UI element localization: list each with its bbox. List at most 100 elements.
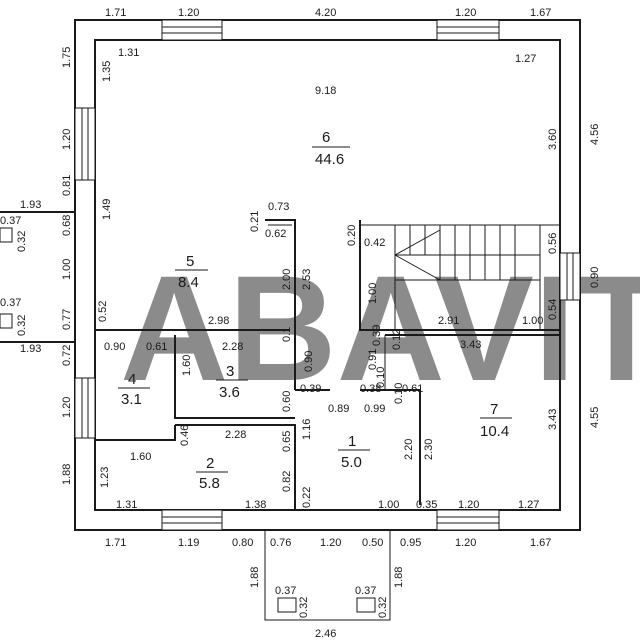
svg-text:0.99: 0.99 [364, 403, 385, 415]
column-right [356, 597, 376, 613]
svg-text:5: 5 [186, 253, 194, 270]
svg-text:0.42: 0.42 [364, 237, 385, 249]
svg-text:2.53: 2.53 [301, 269, 313, 290]
svg-text:0.22: 0.22 [301, 487, 313, 508]
dim-bottom-3: 0.80 [232, 537, 253, 549]
dim-bottom-6: 0.50 [362, 537, 383, 549]
svg-text:5.0: 5.0 [341, 454, 362, 471]
svg-text:3.43: 3.43 [460, 339, 481, 351]
svg-text:2.98: 2.98 [208, 315, 229, 327]
dim-porch-right: 1.88 [393, 567, 405, 588]
svg-text:7: 7 [490, 401, 498, 418]
svg-text:1.60: 1.60 [181, 355, 193, 376]
svg-text:4: 4 [128, 371, 136, 388]
column-lower-size-b: 0.32 [16, 315, 28, 336]
column-upper-size-b: 0.32 [16, 231, 28, 252]
column-outside-lower [0, 313, 13, 329]
room-6: 6 44.6 [312, 129, 350, 168]
dim-left-1: 1.75 [61, 47, 73, 68]
wall-room3 [174, 335, 295, 419]
svg-text:2.00: 2.00 [281, 269, 293, 290]
svg-text:3.1: 3.1 [121, 391, 142, 408]
column-porch-right-a: 0.37 [355, 585, 376, 597]
dim-top-1: 1.71 [105, 7, 126, 19]
svg-text:2: 2 [206, 455, 214, 472]
svg-text:2.28: 2.28 [225, 429, 246, 441]
svg-text:0.21: 0.21 [249, 211, 261, 232]
svg-text:1.35: 1.35 [101, 61, 113, 82]
svg-text:0.56: 0.56 [547, 233, 559, 254]
svg-text:2.30: 2.30 [423, 439, 435, 460]
dim-bottom-9: 1.67 [530, 537, 551, 549]
svg-text:1.60: 1.60 [130, 451, 151, 463]
wall-stair-bottom [359, 220, 560, 331]
window-right [559, 252, 581, 301]
svg-text:0.91: 0.91 [367, 349, 379, 370]
dim-top-3: 4.20 [315, 7, 336, 19]
column-porch-right-b: 0.32 [377, 597, 389, 618]
svg-text:1.00: 1.00 [522, 315, 543, 327]
window-left-upper [74, 107, 96, 181]
svg-text:1.27: 1.27 [515, 53, 536, 65]
room-3: 3 3.6 [216, 363, 248, 401]
svg-text:0.90: 0.90 [104, 341, 125, 353]
svg-text:0.39: 0.39 [300, 383, 321, 395]
svg-text:1.00: 1.00 [367, 283, 379, 304]
svg-text:1.31: 1.31 [118, 47, 139, 59]
column-porch-left-a: 0.37 [275, 585, 296, 597]
dim-left-2: 1.20 [61, 129, 73, 150]
dim-top-4: 1.20 [455, 7, 476, 19]
svg-text:2.91: 2.91 [438, 315, 459, 327]
window-bottom-right [436, 509, 500, 531]
dim-left-9: 1.88 [61, 464, 73, 485]
dim-bottom-1: 1.71 [105, 537, 126, 549]
window-top-left [161, 19, 223, 41]
column-lower-size-a: 0.37 [0, 297, 21, 309]
dim-bottom-5: 1.20 [320, 537, 341, 549]
room-5: 5 8.4 [175, 253, 208, 291]
dim-top-2: 1.20 [178, 7, 199, 19]
svg-text:3.60: 3.60 [547, 129, 559, 150]
dim-right-1: 4.56 [589, 124, 601, 145]
svg-text:0.46: 0.46 [179, 425, 191, 446]
dim-left-6: 0.77 [61, 309, 73, 330]
porch-outline [264, 530, 391, 621]
dim-top-5: 1.67 [530, 7, 551, 19]
column-upper-size-a: 0.37 [0, 215, 21, 227]
wall-room4-bottom [95, 425, 176, 441]
svg-text:0.39: 0.39 [371, 325, 383, 346]
svg-text:0.90: 0.90 [303, 351, 315, 372]
svg-text:1.00: 1.00 [378, 499, 399, 511]
svg-text:9.18: 9.18 [315, 85, 336, 97]
svg-text:0.65: 0.65 [281, 431, 293, 452]
svg-text:1: 1 [348, 433, 356, 450]
svg-text:1.31: 1.31 [116, 499, 137, 511]
dim-bottom-8: 1.20 [455, 537, 476, 549]
dim-left-7: 0.72 [61, 345, 73, 366]
room-1: 1 5.0 [338, 433, 370, 471]
svg-text:2.28: 2.28 [222, 341, 243, 353]
interior-dimensions: 1.31 9.18 1.27 1.35 1.49 3.60 0.73 0.21 … [97, 47, 559, 511]
svg-text:0.20: 0.20 [346, 225, 358, 246]
svg-text:0.60: 0.60 [281, 391, 293, 412]
svg-text:0.10: 0.10 [375, 367, 387, 388]
svg-text:10.4: 10.4 [480, 423, 509, 440]
wall-room1-right [360, 389, 421, 505]
dim-porch-width: 2.46 [315, 628, 336, 640]
svg-text:44.6: 44.6 [315, 151, 344, 168]
dim-left-4: 0.68 [61, 215, 73, 236]
svg-text:0.12: 0.12 [391, 329, 403, 350]
svg-text:0.62: 0.62 [265, 228, 286, 240]
window-top-right [436, 19, 500, 41]
dim-bottom-7: 0.95 [400, 537, 421, 549]
svg-text:1.23: 1.23 [99, 467, 111, 488]
room-2: 2 5.8 [196, 455, 228, 492]
svg-text:1.49: 1.49 [101, 199, 113, 220]
svg-text:3: 3 [226, 363, 234, 380]
svg-text:3.6: 3.6 [219, 384, 240, 401]
svg-text:0.1: 0.1 [281, 327, 293, 342]
dim-outside-upper: 1.93 [20, 199, 41, 211]
dim-bottom-4: 0.76 [270, 537, 291, 549]
svg-text:6: 6 [322, 129, 330, 146]
